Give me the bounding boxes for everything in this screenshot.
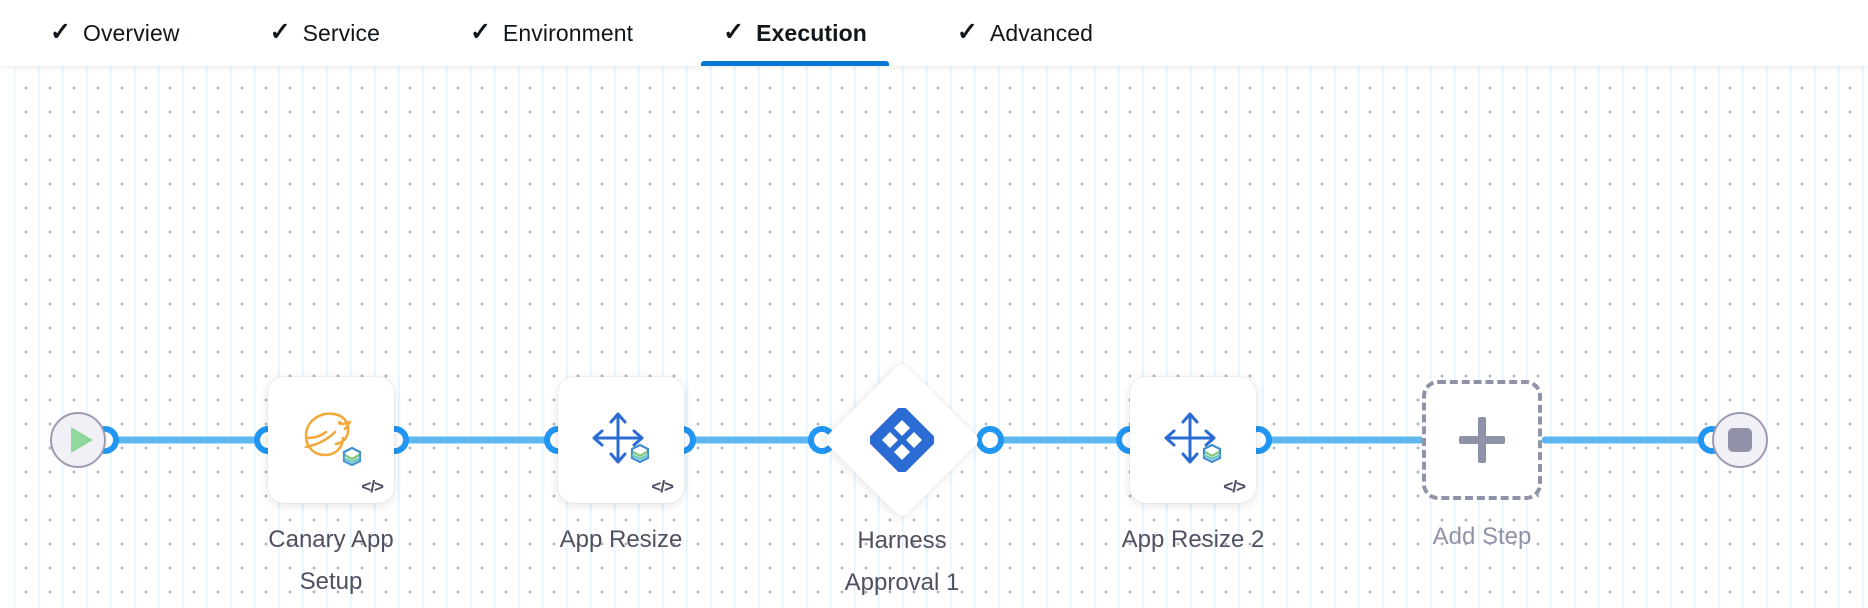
tab-label: Service	[302, 19, 380, 46]
pipeline-edges	[91, 426, 1726, 454]
approval-diamond[interactable]	[822, 360, 982, 520]
stop-icon	[1728, 428, 1752, 452]
step-card[interactable]: </>	[1130, 377, 1256, 503]
check-icon: ✓	[469, 17, 491, 46]
add-step-button[interactable]	[1422, 380, 1542, 500]
harness-logo-icon	[870, 408, 934, 472]
check-icon: ✓	[50, 17, 71, 46]
tab-environment[interactable]: ✓ Environment	[448, 0, 655, 66]
start-node-circle[interactable]	[50, 412, 106, 468]
resize-arrows-icon	[1130, 377, 1256, 503]
check-icon: ✓	[956, 17, 978, 46]
add-step-node[interactable]: Add Step	[1422, 380, 1542, 550]
end-node-circle[interactable]	[1712, 412, 1768, 468]
tab-service[interactable]: ✓ Service	[248, 0, 402, 66]
end-node[interactable]	[1712, 412, 1768, 468]
tab-label: Advanced	[989, 19, 1093, 46]
step-node-app-resize[interactable]: </> App Resize	[558, 377, 684, 553]
plus-icon	[1459, 417, 1505, 463]
step-card[interactable]: </>	[268, 377, 394, 503]
step-node-canary-app-setup[interactable]: </> Canary App Setup	[268, 377, 394, 595]
tab-advanced[interactable]: ✓ Advanced	[935, 0, 1115, 66]
check-icon: ✓	[269, 17, 291, 46]
tab-execution[interactable]: ✓ Execution	[701, 0, 889, 66]
check-icon: ✓	[723, 17, 745, 46]
tab-label: Environment	[502, 19, 634, 46]
code-icon: </>	[361, 477, 384, 496]
resize-arrows-icon	[558, 377, 684, 503]
tab-label: Overview	[82, 19, 180, 46]
pipeline-canvas[interactable]: </> Canary App Setup	[0, 66, 1868, 608]
canary-bird-icon	[268, 377, 394, 503]
step-node-app-resize-2[interactable]: </> App Resize 2	[1122, 377, 1264, 553]
start-node[interactable]	[50, 412, 106, 468]
play-icon	[70, 427, 93, 453]
tab-label: Execution	[756, 19, 867, 46]
tab-overview[interactable]: ✓ Overview	[28, 0, 202, 66]
code-icon: </>	[651, 477, 674, 496]
stage-tab-bar: ✓ Overview ✓ Service ✓ Environment ✓ Exe…	[0, 0, 1868, 66]
tab-active-underline	[701, 61, 889, 66]
code-icon: </>	[1223, 477, 1246, 496]
step-card[interactable]: </>	[558, 377, 684, 503]
step-node-harness-approval-1[interactable]: Harness Approval 1	[822, 360, 982, 596]
